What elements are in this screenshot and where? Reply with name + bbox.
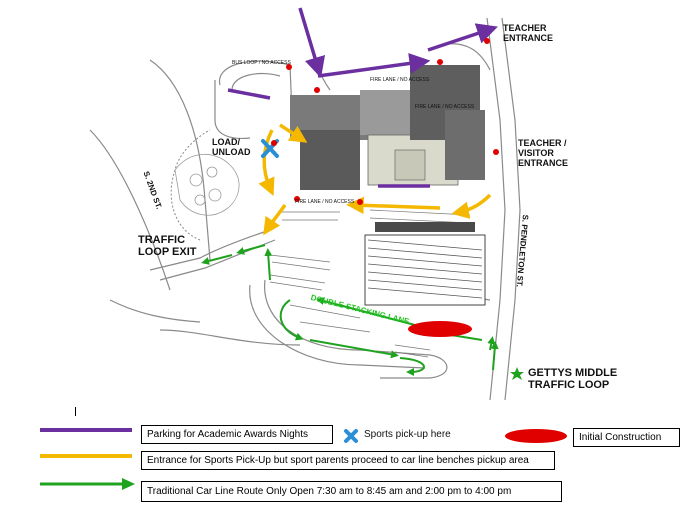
fire-lane-label-2: FIRE LANE / NO ACCESS <box>295 199 355 205</box>
gettys-middle-traffic-loop-label: GETTYS MIDDLE TRAFFIC LOOP <box>528 367 618 391</box>
legend-car-line-label: Traditional Car Line Route Only Open 7:3… <box>141 481 562 502</box>
teacher-visitor-entrance-label: TEACHER / VISITOR ENTRANCE <box>518 138 569 168</box>
tree-area <box>174 153 240 216</box>
blue-x-icon <box>344 429 358 443</box>
bus-loop-label: BUS LOOP / NO ACCESS <box>232 60 291 66</box>
fire-lane-label-3: FIRE LANE / NO ACCESS <box>415 104 475 110</box>
red-oval-icon <box>505 429 567 443</box>
star-icon <box>510 367 524 380</box>
legend-sports-entrance-label: Entrance for Sports Pick-Up but sport pa… <box>141 451 555 470</box>
cursor-mark <box>75 407 76 416</box>
stop-markers <box>271 38 499 205</box>
purple-line-icon <box>40 428 132 432</box>
yellow-line-icon <box>40 454 132 458</box>
purple-parking-routes <box>227 7 498 188</box>
green-car-line-route <box>201 244 499 376</box>
load-unload-label: LOAD/ UNLOAD <box>212 137 251 157</box>
sports-facility <box>364 222 486 306</box>
site-map <box>89 7 524 400</box>
legend-construction-label: Initial Construction <box>573 428 680 447</box>
traffic-loop-exit-label: TRAFFIC LOOP EXIT <box>138 234 197 258</box>
yellow-sports-routes <box>258 123 492 236</box>
buildings <box>290 65 485 190</box>
legend-parking-label: Parking for Academic Awards Nights <box>141 425 333 444</box>
fire-lane-label-1: FIRE LANE / NO ACCESS <box>370 77 430 83</box>
construction-area <box>408 321 472 337</box>
green-arrow-icon <box>40 478 135 490</box>
legend-sports-pickup-label: Sports pick-up here <box>364 429 451 440</box>
teacher-entrance-label: TEACHER ENTRANCE <box>503 23 554 43</box>
